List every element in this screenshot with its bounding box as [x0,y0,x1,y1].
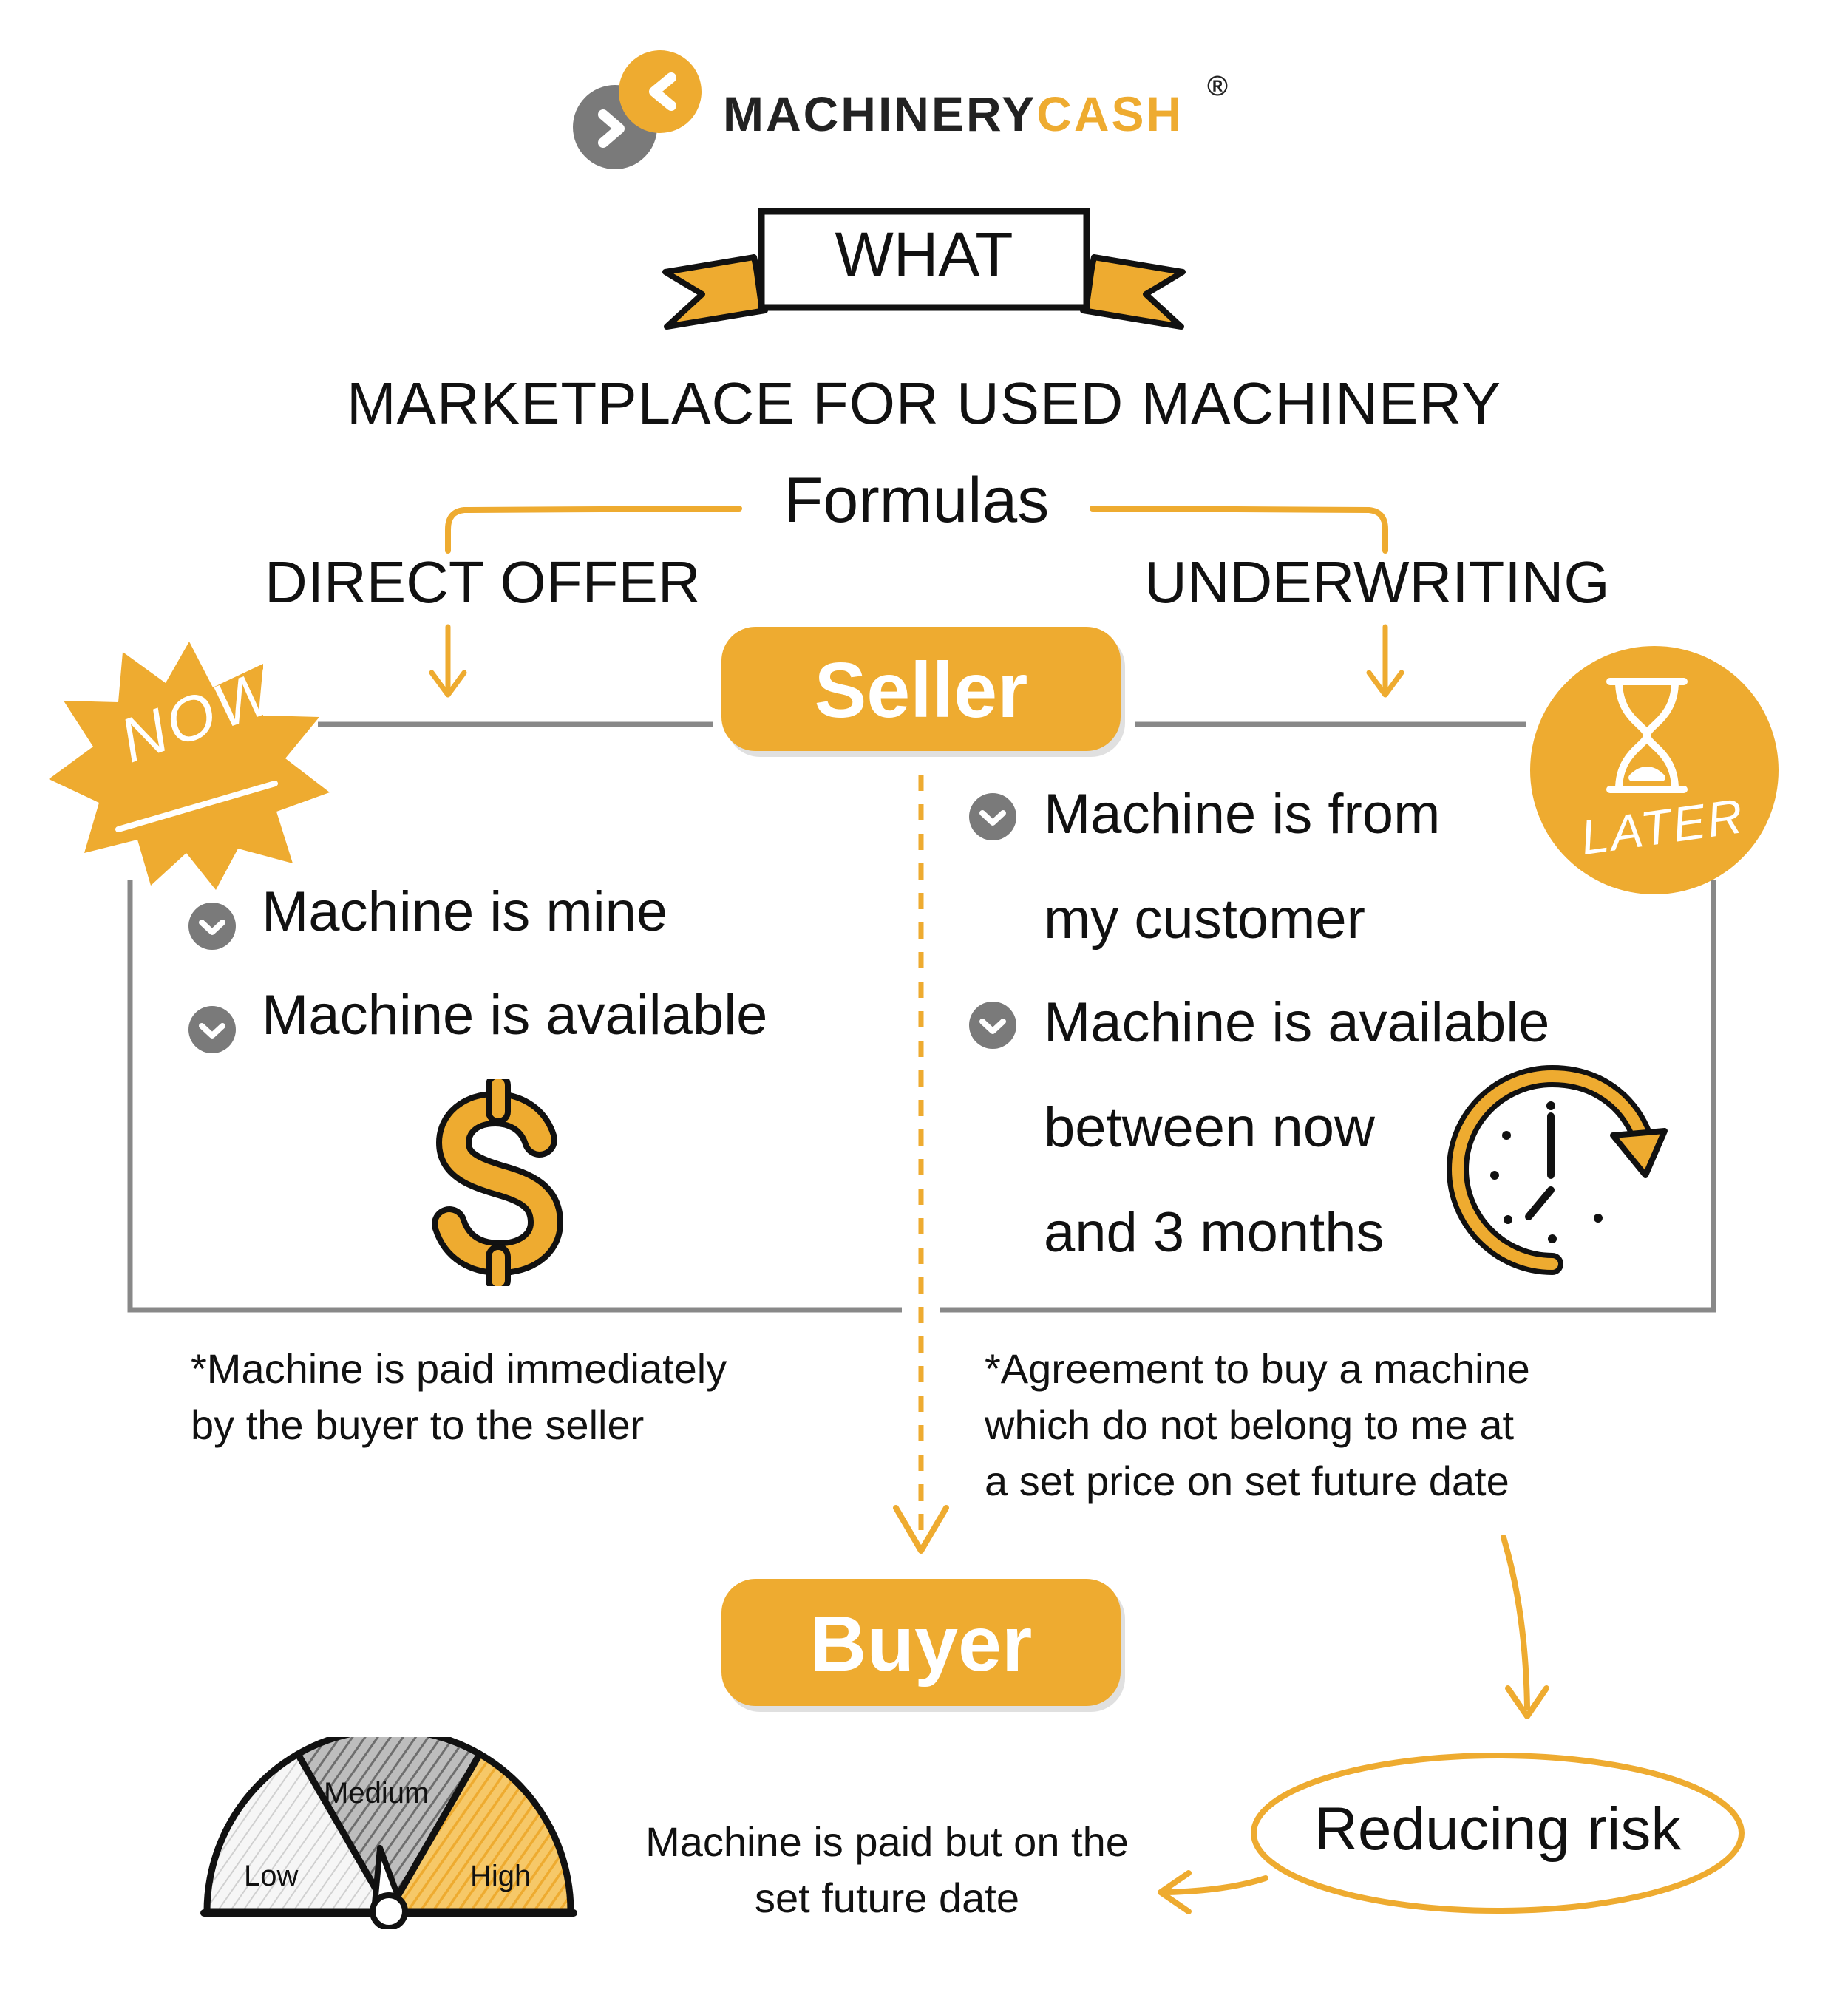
machinerycash-logo-icon [573,50,702,169]
brand-name-accent: CASH [1036,86,1184,141]
registered-mark: ® [1207,71,1228,102]
brand-name-dark: MACHINERY [723,86,1037,141]
underwriting-heading: UNDERWRITING [1144,549,1610,615]
seller-label: Seller [814,647,1028,734]
chevron-check-icon [188,1006,236,1053]
underwriting-note-line: a set price on set future date [985,1458,1509,1504]
underwriting-line: my customer [1044,888,1365,951]
underwriting-note: *Agreement to buy a machine which do not… [985,1341,1694,1509]
to-buyer-arrow-icon [893,1505,949,1554]
later-badge [1530,646,1779,894]
reducing-risk-ellipse [1251,1753,1745,1914]
underwriting-line: between now [1044,1096,1375,1159]
clock-icon [1446,1064,1668,1275]
underwriting-note-line: which do not belong to me at [985,1401,1515,1448]
direct-offer-item-text: Machine is mine [262,880,668,943]
to-paid-note-arrow-icon [1164,1875,1268,1895]
direct-offer-heading: DIRECT OFFER [265,549,701,615]
direct-offer-arrow-icon [429,624,467,698]
chevron-check-icon [188,903,236,950]
underwriting-line: Machine is available [1044,991,1550,1054]
direct-offer-item-text: Machine is available [262,984,768,1047]
chevron-check-icon [969,1002,1016,1049]
paid-note: Machine is paid but on the set future da… [577,1814,1198,1926]
underwriting-line: and 3 months [1044,1201,1385,1264]
dollar-icon [432,1079,564,1286]
what-banner-label: WHAT [835,220,1013,289]
gauge-label-high: High [470,1860,531,1892]
direct-offer-note-line: by the buyer to the seller [191,1401,645,1448]
buyer-label: Buyer [809,1600,1033,1688]
underwriting-note-line: *Agreement to buy a machine [985,1345,1530,1392]
hourglass-icon [1606,678,1688,793]
chevron-check-icon [969,793,1016,840]
formulas-label: Formulas [784,465,1050,536]
direct-offer-note: *Machine is paid immediately by the buye… [191,1341,900,1453]
risk-gauge-icon [200,1737,577,1929]
underwriting-line: Machine is from [1044,783,1441,846]
paid-note-line: set future date [754,1875,1019,1921]
what-ribbon-banner [662,208,1186,330]
reducing-risk-label: Reducing risk [1314,1795,1682,1863]
brand-wordmark: MACHINERYCASH [723,86,1183,142]
direct-offer-note-line: *Machine is paid immediately [191,1345,727,1392]
gauge-label-medium: Medium [324,1777,429,1809]
gauge-label-low: Low [244,1860,299,1892]
buyer-node: Buyer [721,1579,1121,1706]
now-starburst-badge [49,642,330,890]
underwriting-arrow-icon [1366,624,1404,698]
headline: MARKETPLACE FOR USED MACHINERY [346,370,1502,436]
now-underline [115,781,278,832]
paid-note-line: Machine is paid but on the [645,1818,1129,1865]
to-reducing-risk-arrow-icon [1501,1535,1530,1710]
seller-node: Seller [721,627,1121,751]
